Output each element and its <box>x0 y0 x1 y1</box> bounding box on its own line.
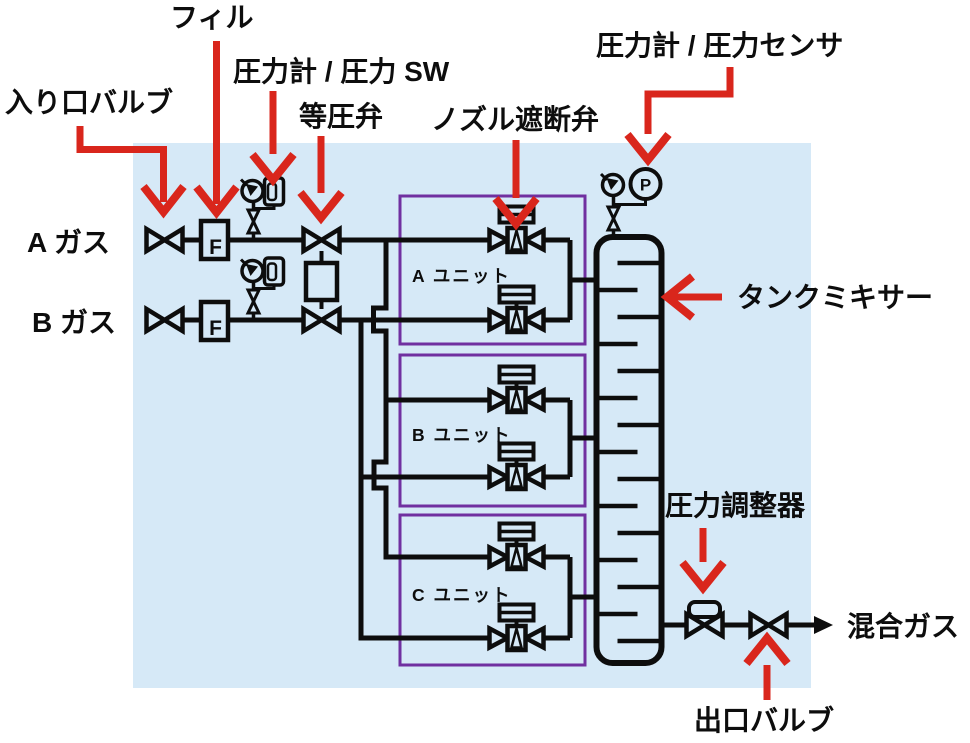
fill-arrowhead <box>193 184 240 219</box>
label-tank-mixer: タンクミキサー <box>737 282 933 313</box>
unit-b-outlet-manifold <box>543 397 597 480</box>
label-unit-b: B ユニット <box>412 425 512 445</box>
inlet-valve-arrowhead <box>140 184 187 219</box>
regulator-dome <box>687 600 722 619</box>
filter-a: F <box>198 218 231 262</box>
label-pressure-gauge-sw: 圧力計 / 圧力 SW <box>233 55 450 87</box>
gas-b-branch-trunk <box>358 320 490 641</box>
pressure-sensor-icon <box>628 167 663 201</box>
annotation-arrows <box>76 41 791 700</box>
label-fill: フィル <box>170 2 253 33</box>
equal-pressure-arrowhead <box>297 189 345 225</box>
unit-c-box <box>398 513 587 667</box>
equal-pressure-body <box>303 260 340 303</box>
filter-b-label: F <box>209 317 222 340</box>
label-pressure-gauge-sensor: 圧力計 / 圧力センサ <box>596 29 843 61</box>
pressure-sensor-arrowhead <box>624 131 672 167</box>
label-gas-b: B ガス <box>32 307 116 338</box>
filter-a-label: F <box>209 236 222 259</box>
label-unit-c: C ユニット <box>412 585 512 605</box>
unit-b-box <box>398 353 587 508</box>
label-outlet-valve: 出口バルブ <box>694 704 834 736</box>
label-mixed-gas: 混合ガス <box>847 610 959 642</box>
pressure-sensor-arrow <box>644 67 734 134</box>
label-gas-a: A ガス <box>27 227 110 258</box>
gas-a-branch-trunk <box>371 240 490 560</box>
pressure-gauge-sw-arrowhead <box>249 151 297 187</box>
piping <box>182 237 833 641</box>
label-unit-a: A ユニット <box>412 266 511 286</box>
tank-pressure-assembly: P <box>599 167 663 237</box>
tank-mixer-baffles <box>599 260 659 644</box>
label-pressure-regulator: 圧力調整器 <box>665 489 806 521</box>
label-nozzle-shutoff-valve: ノズル遮断弁 <box>431 103 599 135</box>
label-equal-pressure-valve: 等圧弁 <box>299 100 383 132</box>
tank-mixer <box>593 234 665 666</box>
unit-a-outlet-manifold <box>543 237 597 323</box>
tank-mixer-arrowhead <box>660 273 696 321</box>
unit-c-outlet-manifold <box>543 554 597 641</box>
equal-pressure-valve-assembly <box>304 229 340 331</box>
unit-a-box <box>398 194 587 346</box>
pressure-sensor-label: P <box>640 176 651 195</box>
nozzle-valve-arrowhead <box>492 195 540 231</box>
outlet-valve-arrowhead <box>743 631 791 667</box>
label-inlet-valve: 入り口バルブ <box>5 86 173 118</box>
unit-boxes <box>398 194 587 667</box>
filter-b: F <box>198 299 231 343</box>
labels: フィル 入り口バルブ 圧力計 / 圧力 SW 等圧弁 ノズル遮断弁 圧力計 / … <box>5 2 959 736</box>
pressure-regulator <box>687 600 723 636</box>
inlet-valve-arrow <box>76 126 167 202</box>
pressure-regulator-arrowhead <box>679 559 727 595</box>
flow-direction-arrowhead <box>814 616 833 634</box>
